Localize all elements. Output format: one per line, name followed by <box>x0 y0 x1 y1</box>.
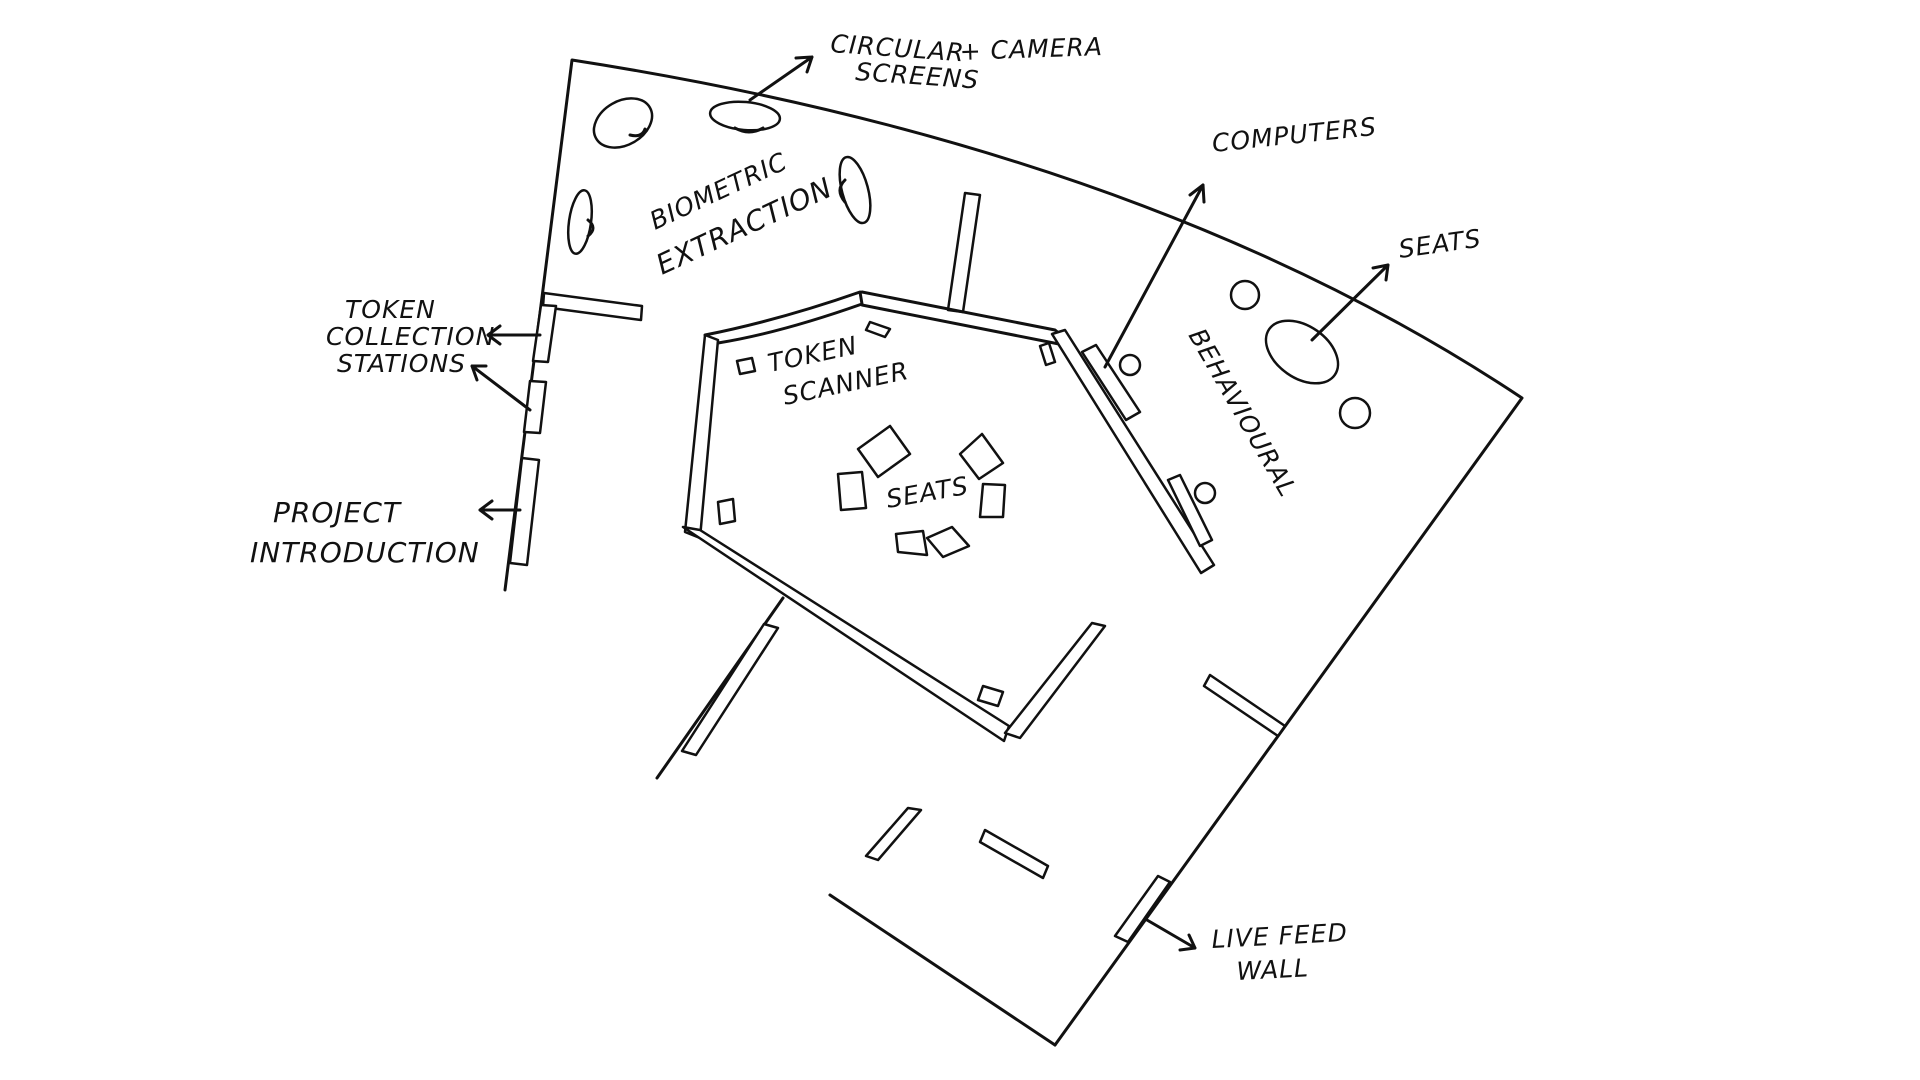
label-token: TOKEN <box>345 295 436 324</box>
divider-wall <box>946 191 982 314</box>
label-collection: COLLECTION <box>326 322 495 351</box>
lower-panels <box>680 622 1287 944</box>
central-seats <box>836 424 1007 559</box>
annotation-arrows <box>470 55 1390 952</box>
label-project: PROJECT <box>273 496 402 529</box>
label-live-feed: LIVE FEED <box>1211 918 1349 954</box>
behavioural-area <box>1080 279 1372 548</box>
label-computers: COMPUTERS <box>1211 112 1379 158</box>
label-seats-center: SEATS <box>884 471 971 514</box>
label-introduction: INTRODUCTION <box>250 536 480 569</box>
bottom-wall <box>828 893 1057 1047</box>
left-wall-panels <box>508 291 644 567</box>
label-stations: STATIONS <box>337 349 466 378</box>
label-wall: WALL <box>1236 953 1310 986</box>
label-seats-right: SEATS <box>1397 224 1483 264</box>
circular-screens <box>566 97 872 255</box>
central-enclosure <box>681 290 1216 743</box>
label-camera: + CAMERA <box>959 32 1103 66</box>
outer-boundary <box>503 58 1524 1047</box>
